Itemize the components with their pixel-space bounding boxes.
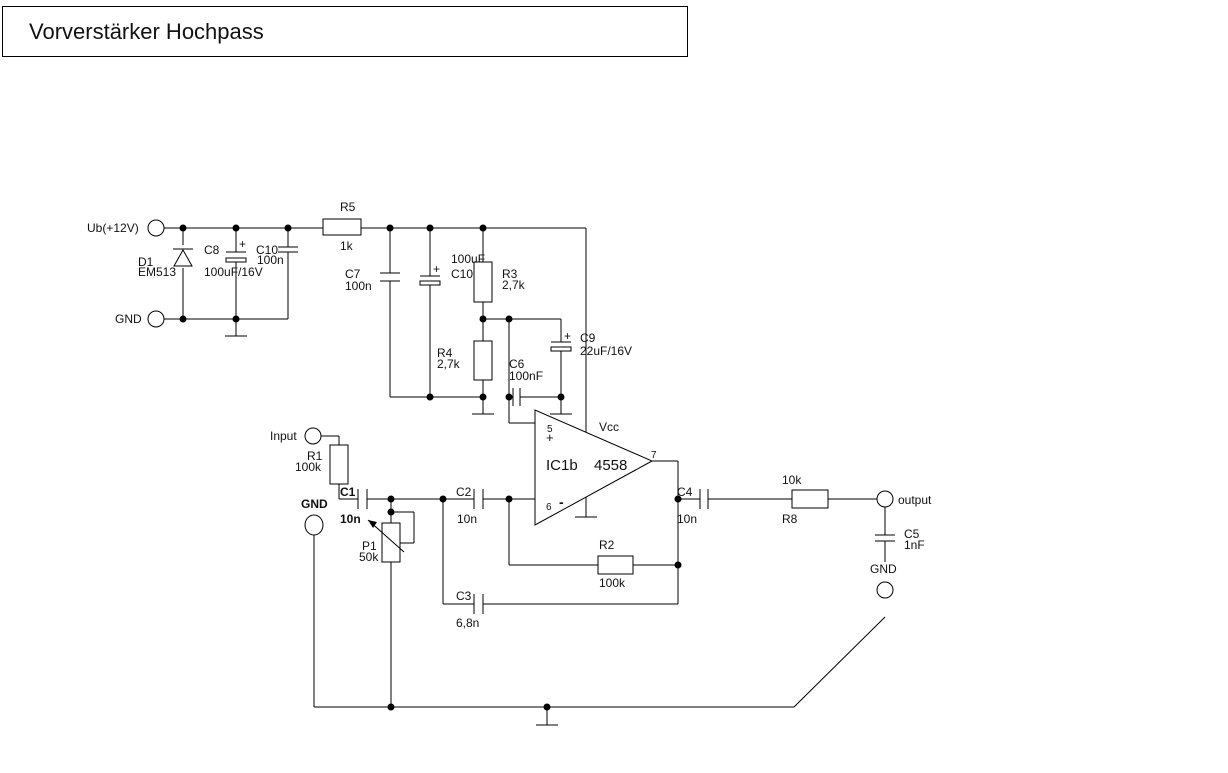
capacitor-c6: [512, 388, 521, 406]
c7-ref: C7: [345, 267, 361, 281]
c2-ref: C2: [456, 485, 472, 499]
c4-value: 10n: [677, 512, 697, 526]
opamp-plus-sign: +: [546, 430, 554, 445]
c10a-value: 100n: [257, 253, 284, 267]
c8-value: 100uF/16V: [204, 265, 263, 279]
r4-value: 2,7k: [437, 357, 461, 371]
c8-polarity: +: [239, 237, 246, 251]
supply-ground-symbols: [225, 335, 572, 415]
capacitor-c7: [380, 272, 400, 282]
c7-value: 100n: [345, 279, 372, 293]
p1-value: 50k: [359, 550, 379, 564]
d1-ref: D1: [138, 255, 154, 269]
r3-ref: R3: [502, 267, 518, 281]
c9-polarity: +: [564, 329, 571, 343]
opamp-name: IC1b: [546, 457, 578, 474]
opamp-pin6: 6: [546, 502, 552, 513]
c9-ref: C9: [580, 331, 596, 345]
c3-value: 6,8n: [456, 616, 479, 630]
input-label: Input: [270, 429, 297, 443]
potentiometer-p1: [367, 519, 405, 563]
gnd-supply-terminal: [147, 310, 165, 328]
opamp-pin5: 5: [547, 424, 553, 435]
c5-ref: C5: [904, 527, 920, 541]
input-terminal: [304, 427, 322, 445]
r2-value: 100k: [599, 576, 626, 590]
c6-ref: C6: [509, 357, 525, 371]
c10a-ref: C10: [256, 243, 278, 257]
resistor-r4: [473, 340, 493, 381]
resistor-r8: [791, 489, 829, 509]
r5-ref: R5: [340, 200, 356, 214]
c10b-polarity: +: [433, 262, 440, 276]
c5-value: 1nF: [904, 538, 925, 552]
capacitor-c8: [225, 251, 247, 263]
r1-value: 100k: [295, 460, 322, 474]
capacitor-c4: [699, 489, 709, 509]
schematic-title: Vorverstärker Hochpass: [29, 19, 264, 44]
r8-ref: R8: [782, 512, 798, 526]
r2-ref: R2: [599, 538, 615, 552]
gnd-supply-label: GND: [115, 312, 142, 326]
signal-ground-symbols: [536, 516, 597, 726]
gnd-input-label: GND: [301, 497, 328, 511]
ub-label: Ub(+12V): [87, 221, 139, 235]
capacitor-c5: [875, 534, 895, 542]
c8-ref: C8: [204, 243, 220, 257]
r4-ref: R4: [437, 346, 453, 360]
c1-value: 10n: [340, 512, 361, 526]
resistor-r1: [329, 444, 349, 485]
opamp-part: 4558: [594, 457, 627, 474]
supply-wires: [164, 227, 587, 437]
c4-ref: C4: [677, 485, 693, 499]
capacitor-c10-ceramic: [278, 246, 298, 253]
c1-ref: C1: [340, 485, 356, 499]
capacitor-c2: [473, 489, 484, 509]
output-label: output: [898, 493, 932, 507]
resistor-r5: [322, 218, 362, 236]
c10b-ref: C10: [451, 267, 473, 281]
signal-wires: [313, 435, 886, 725]
capacitor-c1: [357, 489, 368, 509]
r8-value: 10k: [782, 473, 802, 487]
opamp-minus-sign: -: [559, 494, 564, 510]
c3-ref: C3: [456, 589, 472, 603]
capacitor-c10-electrolytic: [419, 275, 441, 286]
resistor-r3: [473, 261, 493, 303]
p1-ref: P1: [362, 539, 377, 553]
supply-junctions: [179, 224, 565, 401]
resistor-r2: [597, 555, 634, 575]
gnd-input-terminal: [304, 514, 324, 536]
c2-value: 10n: [457, 512, 477, 526]
opamp-vcc-label: Vcc: [599, 420, 619, 434]
r3-value: 2,7k: [502, 278, 526, 292]
opamp-pin7: 7: [651, 450, 657, 461]
c9-value: 22uF/16V: [580, 344, 632, 358]
ub-terminal: [147, 219, 165, 237]
output-terminal: [876, 490, 894, 508]
r5-value: 1k: [340, 239, 354, 253]
diode-d1: [173, 248, 193, 267]
d1-value: EM513: [138, 265, 176, 279]
title-box: Vorverstärker Hochpass: [2, 6, 688, 57]
capacitor-c3: [473, 594, 484, 614]
signal-junctions: [387, 495, 682, 711]
r1-ref: R1: [307, 449, 323, 463]
c6-value: 100nF: [509, 369, 543, 383]
gnd-output-label: GND: [870, 562, 897, 576]
opamp-ic1b: [534, 409, 654, 526]
capacitor-c9: [550, 341, 572, 352]
gnd-output-terminal: [876, 581, 894, 599]
